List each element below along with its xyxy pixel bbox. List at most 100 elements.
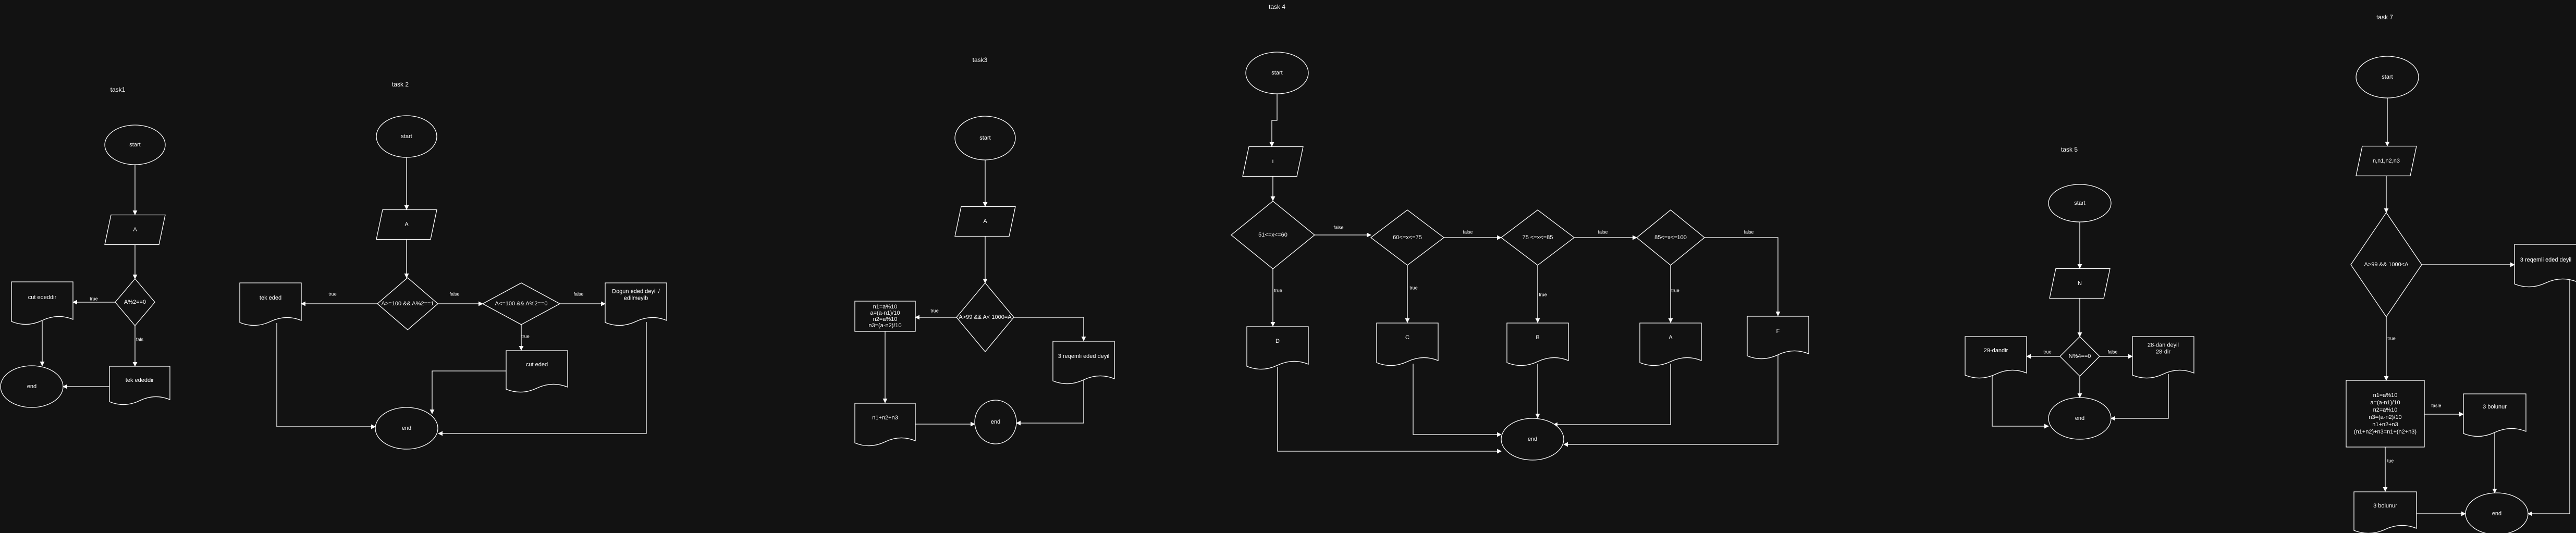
task2-output-even[interactable] (506, 350, 568, 393)
task2-end-terminal-label: end (402, 425, 411, 431)
task3-decision-three-digit-label: A>99 && A< 1000=A (959, 314, 1012, 320)
task4-output-f-label: F (1776, 328, 1780, 334)
task7-output-not-three-label: 3 reqemli eded deyil (2520, 257, 2571, 263)
connector-arrow (1269, 94, 1278, 147)
task5-output-28[interactable] (2132, 336, 2194, 379)
task1-output-odd[interactable] (109, 366, 170, 405)
task4-start-terminal[interactable] (1245, 52, 1309, 94)
task5-output-29-label: 29-dandir (1984, 348, 2008, 354)
task3-output-not-three[interactable] (1052, 341, 1115, 385)
task4-decision-b[interactable] (1500, 209, 1575, 266)
task7-input-label: n,n1,n2,n3 (2373, 158, 2400, 164)
task5-end-terminal-label: end (2075, 415, 2084, 422)
task4-output-d[interactable] (1246, 326, 1309, 370)
task5-decision-leap[interactable] (2059, 336, 2100, 377)
task3-start-terminal-label: start (979, 135, 990, 141)
task1-end-terminal[interactable] (0, 365, 64, 408)
task7-process-digits-label: (n1+n2)+n3=n1+(n2+n3) (2354, 429, 2416, 435)
task4-end-terminal[interactable] (1501, 418, 1564, 461)
task7-output-divisible-1[interactable] (2463, 393, 2526, 437)
task5-output-29[interactable] (1965, 336, 2027, 379)
task7-process-digits-label: n1+n2+n3 (2372, 422, 2398, 428)
connector-arrow (430, 370, 506, 414)
task3-process-digits-label: a=(a-n1)/10 (870, 310, 900, 316)
task7-output-divisible-1-label: 3 bolunur (2483, 404, 2507, 410)
connector-arrow (1553, 364, 1671, 427)
task2-output-odd[interactable] (239, 282, 302, 326)
task1-decision-even-label: A%2==0 (124, 299, 146, 305)
task2-true-label-1: true (328, 291, 337, 296)
task4-decision-c-label: 60<=x<=75 (1393, 234, 1422, 241)
task3-start-terminal[interactable] (954, 116, 1016, 160)
task3-process-digits-label: n3=(a-n2)/10 (868, 323, 901, 329)
task2-title: task 2 (392, 81, 409, 88)
task4-output-b[interactable] (1506, 323, 1569, 366)
task7-decision-three-digit[interactable] (2350, 212, 2422, 318)
task1-title: task1 (111, 86, 126, 93)
task4-decision-d[interactable] (1230, 201, 1316, 269)
task5-start-terminal[interactable] (2048, 184, 2112, 222)
task2-output-wrong-label: edilmeyib (624, 295, 648, 301)
connector-arrow (1563, 354, 1778, 447)
task4-decision-c[interactable] (1370, 209, 1445, 266)
task2-output-wrong[interactable] (605, 282, 667, 326)
task2-true-label-2: true (521, 333, 530, 339)
task1-decision-even[interactable] (115, 278, 155, 327)
connector-arrow (276, 323, 376, 429)
task1-output-even[interactable] (11, 281, 73, 325)
task2-decision-odd[interactable] (377, 277, 438, 330)
task2-output-odd-label: tek eded (260, 295, 281, 301)
task1-input-a[interactable] (104, 214, 166, 245)
connector-arrow (2528, 264, 2576, 516)
task7-process-digits[interactable] (2346, 380, 2425, 448)
task2-decision-odd-label: A>=100 && A%2==1 (382, 301, 434, 307)
task4-output-a-label: A (1669, 334, 1673, 341)
task3-end-terminal-label: end (991, 419, 1000, 425)
task2-start-terminal[interactable] (376, 115, 437, 158)
task5-output-28-label: 28-dan deyil (2148, 342, 2179, 348)
connector-arrow (1277, 367, 1502, 454)
task3-decision-three-digit[interactable] (956, 282, 1014, 353)
task7-fasle-label: fasle (2431, 403, 2441, 408)
task2-end-terminal[interactable] (375, 407, 438, 450)
task4-true-label-3: true (1539, 292, 1547, 297)
task2-output-even-label: cut eded (526, 362, 548, 368)
connector-arrow (1014, 317, 1086, 341)
task4-decision-a[interactable] (1636, 209, 1706, 266)
task1-fals-label: fals (136, 337, 144, 342)
task3-process-digits[interactable] (854, 301, 916, 332)
task4-output-f[interactable] (1747, 316, 1809, 360)
task5-input-n[interactable] (2049, 268, 2111, 299)
task3-output-sum-label: n1+n2+n3 (872, 415, 898, 421)
task5-end-terminal[interactable] (2048, 397, 2112, 440)
task4-decision-d-label: 51<=x<=60 (1258, 232, 1287, 238)
task5-output-28-label: 28-dir (2156, 349, 2170, 355)
task4-input[interactable] (1242, 146, 1304, 177)
task2-decision-even[interactable] (482, 282, 561, 325)
task3-end-terminal[interactable] (974, 400, 1017, 444)
task4-true-label-2: true (1409, 285, 1418, 290)
connector-arrow (1413, 364, 1502, 437)
task3-process-digits-label: n2=a%10 (873, 316, 898, 323)
task2-input-a[interactable] (376, 209, 437, 240)
task4-output-c[interactable] (1376, 323, 1439, 366)
task7-input[interactable] (2356, 145, 2417, 177)
task7-title: task 7 (2376, 14, 2393, 21)
task4-output-c-label: C (1405, 334, 1409, 341)
task4-false-label-3: false (1598, 229, 1608, 234)
task4-decision-a-label: 85<=x<=100 (1654, 234, 1687, 241)
task4-output-a[interactable] (1639, 323, 1702, 366)
task1-start-terminal[interactable] (104, 125, 166, 165)
task1-output-even-label: cut ededdir (28, 294, 57, 301)
task7-end-terminal[interactable] (2465, 492, 2529, 533)
task4-false-label-1: false (1333, 225, 1343, 230)
task2-input-a-label: A (404, 221, 409, 228)
task3-input-a[interactable] (954, 206, 1016, 237)
task7-output-divisible-2-label: 3 bolunur (2373, 503, 2397, 509)
connector-arrow (1016, 380, 1084, 426)
task7-tue-label: tue (2387, 458, 2394, 463)
task7-output-not-three[interactable] (2514, 244, 2576, 288)
task7-start-terminal[interactable] (2356, 56, 2419, 98)
task7-output-divisible-2[interactable] (2353, 491, 2417, 533)
task3-output-sum[interactable] (854, 403, 916, 447)
